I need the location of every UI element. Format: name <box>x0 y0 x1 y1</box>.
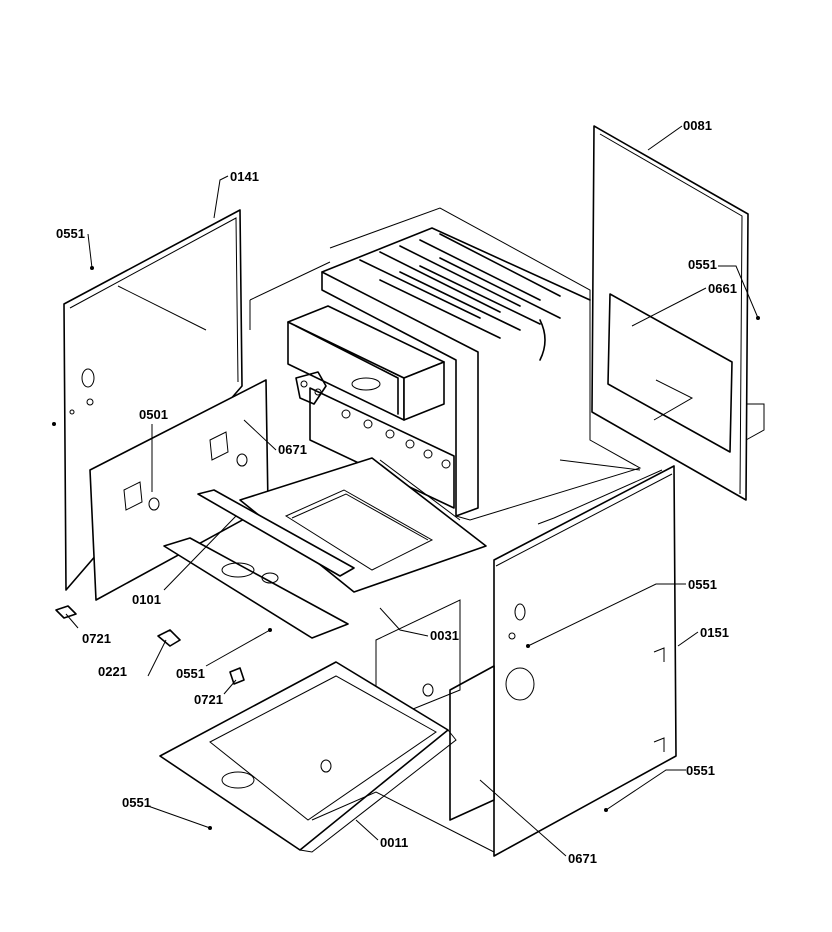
heat-exchanger-assembly <box>287 227 591 517</box>
part-labels: 0081 0141 0551 0551 0661 0501 0671 0101 … <box>56 118 737 866</box>
label-0671-upper: 0671 <box>278 442 307 457</box>
label-0501: 0501 <box>139 407 168 422</box>
label-0671-lower: 0671 <box>568 851 597 866</box>
leader-lines <box>52 125 760 857</box>
label-0551-upper-left: 0551 <box>56 226 85 241</box>
clip-0721-left <box>55 605 77 619</box>
bottom-panel-0011 <box>159 661 495 853</box>
label-0551-right-lower: 0551 <box>686 763 715 778</box>
label-0721-mid: 0721 <box>194 692 223 707</box>
label-0141: 0141 <box>230 169 259 184</box>
cabinet-rear-outline <box>249 207 642 521</box>
label-0101: 0101 <box>132 592 161 607</box>
label-0661: 0661 <box>708 281 737 296</box>
right-side-panel-0151 <box>375 465 677 857</box>
label-0721-left: 0721 <box>82 631 111 646</box>
bracket-0101 <box>163 489 355 639</box>
label-0221: 0221 <box>98 664 127 679</box>
clip-0721-mid <box>229 667 245 685</box>
label-0551-lower-left: 0551 <box>122 795 151 810</box>
label-0551-mid: 0551 <box>176 666 205 681</box>
label-0551-upper-right: 0551 <box>688 257 717 272</box>
label-0011: 0011 <box>380 835 408 850</box>
label-0031: 0031 <box>430 628 459 643</box>
label-0081: 0081 <box>683 118 712 133</box>
rear-panel-0081 <box>591 125 765 501</box>
bracket-0221 <box>157 629 181 647</box>
label-0151: 0151 <box>700 625 729 640</box>
label-0551-right-upper: 0551 <box>688 577 717 592</box>
